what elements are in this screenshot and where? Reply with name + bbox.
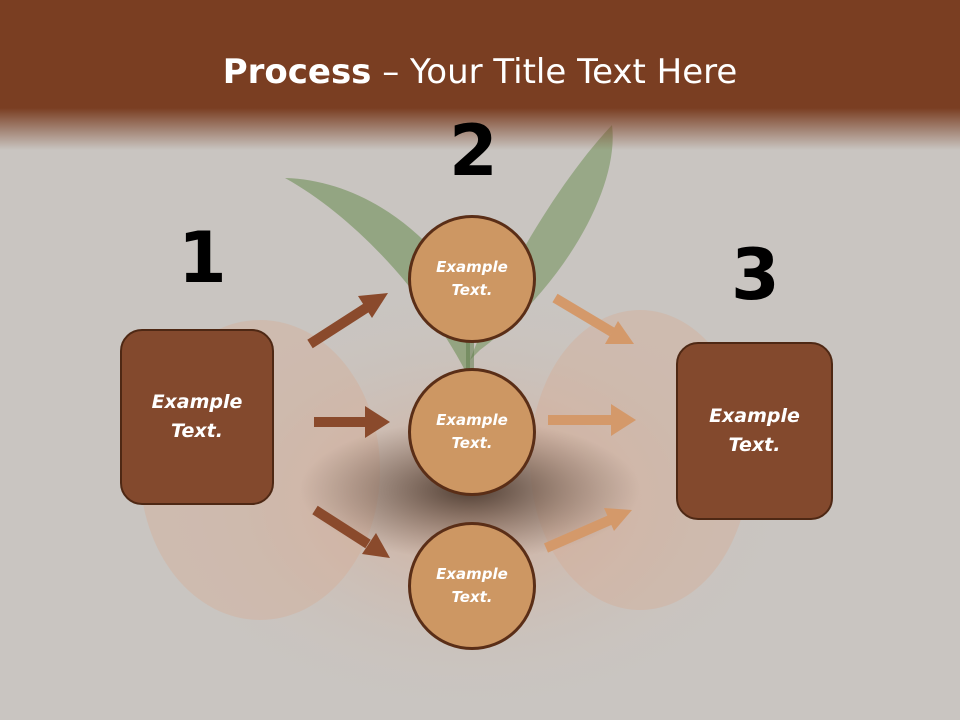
slide-title: Process – Your Title Text Here [0, 52, 960, 92]
step-2-circle-top-text: Example Text. [436, 258, 508, 299]
step-1-box: Example Text. [120, 329, 274, 505]
step-3-box: Example Text. [676, 342, 833, 520]
arrow-left-to-bottom [312, 505, 390, 558]
step-2-circle-bottom: Example Text. [408, 522, 536, 650]
step-number-1: 1 [178, 217, 227, 299]
step-2-circle-bottom-text: Example Text. [436, 565, 508, 606]
step-1-text: Example Text. [151, 391, 243, 442]
step-3-text: Example Text. [709, 405, 800, 456]
title-rest: – Your Title Text Here [371, 52, 738, 92]
step-2-circle-top: Example Text. [408, 215, 536, 343]
step-2-circle-middle-text: Example Text. [436, 411, 508, 452]
arrow-middle-to-right [548, 404, 636, 436]
arrow-left-to-top [307, 293, 388, 349]
header-band [0, 0, 960, 150]
arrow-left-to-middle [314, 406, 390, 438]
step-2-circle-middle: Example Text. [408, 368, 536, 496]
step-number-3: 3 [731, 234, 780, 316]
arrow-bottom-to-right [543, 508, 632, 553]
title-bold: Process [222, 52, 372, 92]
step-number-2: 2 [449, 110, 498, 192]
arrow-top-to-right [552, 293, 634, 344]
